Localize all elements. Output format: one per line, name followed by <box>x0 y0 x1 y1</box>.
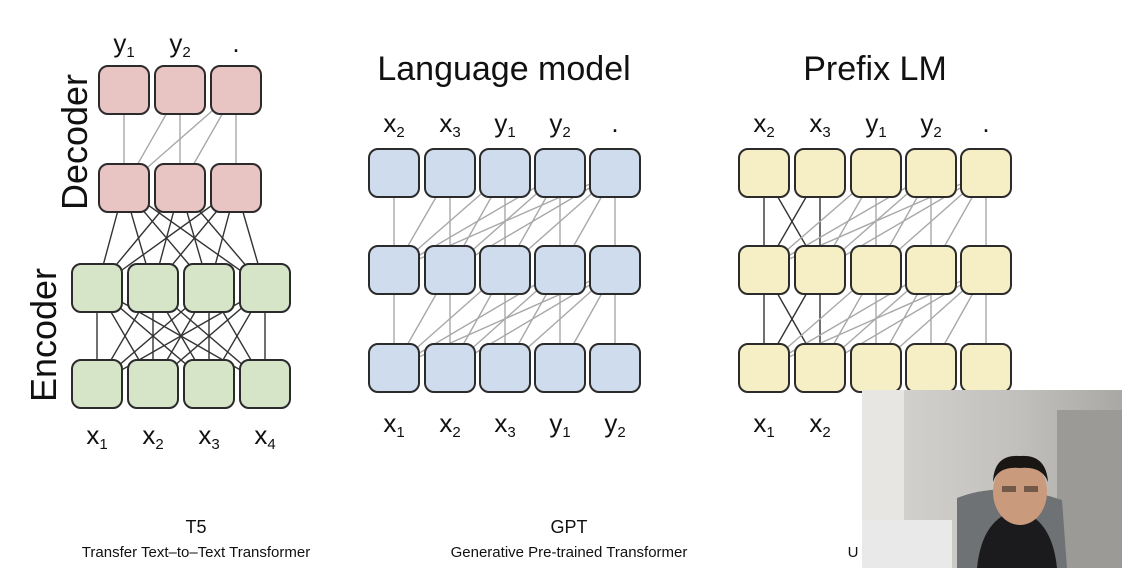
encoder-bottom-block <box>127 359 179 409</box>
causal-connection <box>449 269 616 369</box>
gpt-input-label: x1 <box>383 408 405 441</box>
encoder-label: Encoder <box>23 267 64 403</box>
encoder-bottom-block <box>71 359 123 409</box>
presenter-webcam-overlay <box>862 390 1122 568</box>
gpt-block-row-0 <box>424 148 476 198</box>
gpt-output-label: x3 <box>439 108 461 141</box>
gpt-block-row-1 <box>534 245 586 295</box>
prefix-output-label: y1 <box>865 108 887 141</box>
encoder-top-block <box>183 263 235 313</box>
gpt-block-row-2 <box>534 343 586 393</box>
prefix-input-label: x2 <box>809 408 831 441</box>
encoder-connection <box>96 287 266 385</box>
gpt-output-label: . <box>611 108 619 138</box>
prefix-block-row-0 <box>905 148 957 198</box>
gpt-caption-sub: Generative Pre-trained Transformer <box>450 544 688 561</box>
gpt-block-row-2 <box>479 343 531 393</box>
presenter-webcam-icon <box>862 390 1122 568</box>
prefix-block-row-1 <box>850 245 902 295</box>
prefix-causal-connection <box>819 269 987 369</box>
prefix-block-row-1 <box>794 245 846 295</box>
gpt-block-row-1 <box>589 245 641 295</box>
gpt-block-row-0 <box>479 148 531 198</box>
t5-caption-sub: Transfer Text–to–Text Transformer <box>81 544 311 561</box>
prefix-block-row-0 <box>960 148 1012 198</box>
prefix-causal-connection <box>819 172 987 271</box>
encoder-bottom-block <box>183 359 235 409</box>
prefix-output-label: . <box>982 108 990 138</box>
gpt-input-label: x3 <box>494 408 516 441</box>
gpt-output-label: y1 <box>494 108 516 141</box>
prefix-block-row-1 <box>905 245 957 295</box>
causal-connection <box>393 172 561 271</box>
gpt-input-label: y1 <box>549 408 571 441</box>
gpt-output-label: x2 <box>383 108 405 141</box>
decoder-bottom-block <box>210 163 262 213</box>
gpt-input-label: x2 <box>439 408 461 441</box>
encoder-top-block <box>71 263 123 313</box>
decoder-bottom-block <box>98 163 150 213</box>
prefix-causal-connection <box>763 269 932 369</box>
encoder-bottom-block <box>239 359 291 409</box>
gpt-block-row-0 <box>534 148 586 198</box>
causal-connection <box>393 269 561 369</box>
t5-output-label: y2 <box>169 28 191 61</box>
gpt-caption: GPT <box>550 517 588 537</box>
gpt-block-row-0 <box>368 148 420 198</box>
language-model-title: Language model <box>377 50 631 88</box>
gpt-block-row-2 <box>368 343 420 393</box>
prefix-block-row-2 <box>738 343 790 393</box>
t5-caption: T5 <box>185 517 207 537</box>
prefix-causal-connection <box>763 172 932 271</box>
prefix-input-label: x1 <box>753 408 775 441</box>
prefix-block-row-0 <box>794 148 846 198</box>
t5-input-label: x2 <box>142 420 164 453</box>
gpt-block-row-2 <box>424 343 476 393</box>
gpt-block-row-1 <box>479 245 531 295</box>
gpt-block-row-1 <box>424 245 476 295</box>
prefix-block-row-0 <box>738 148 790 198</box>
prefix-block-row-2 <box>960 343 1012 393</box>
prefix-output-label: x3 <box>809 108 831 141</box>
encoder-top-block <box>127 263 179 313</box>
gpt-block-row-1 <box>368 245 420 295</box>
prefix-block-row-1 <box>960 245 1012 295</box>
prefix-block-row-2 <box>850 343 902 393</box>
decoder-top-block <box>154 65 206 115</box>
gpt-output-label: y2 <box>549 108 571 141</box>
prefix-block-row-1 <box>738 245 790 295</box>
decoder-top-block <box>210 65 262 115</box>
decoder-bottom-block <box>154 163 206 213</box>
decoder-label: Decoder <box>54 73 95 211</box>
prefix-output-label: x2 <box>753 108 775 141</box>
gpt-input-label: y2 <box>604 408 626 441</box>
prefix-block-row-2 <box>905 343 957 393</box>
prefix-block-row-0 <box>850 148 902 198</box>
causal-connection <box>449 172 616 271</box>
gpt-block-row-2 <box>589 343 641 393</box>
t5-input-label: x1 <box>86 420 108 453</box>
prefix-block-row-2 <box>794 343 846 393</box>
gpt-block-row-0 <box>589 148 641 198</box>
t5-output-label: . <box>232 28 240 58</box>
t5-input-label: x4 <box>254 420 276 453</box>
prefix-output-label: y2 <box>920 108 942 141</box>
t5-output-label: y1 <box>113 28 135 61</box>
encoder-top-block <box>239 263 291 313</box>
prefix-lm-title: Prefix LM <box>803 50 947 88</box>
prefix-caption-partial: U <box>847 544 859 561</box>
t5-input-label: x3 <box>198 420 220 453</box>
decoder-top-block <box>98 65 150 115</box>
